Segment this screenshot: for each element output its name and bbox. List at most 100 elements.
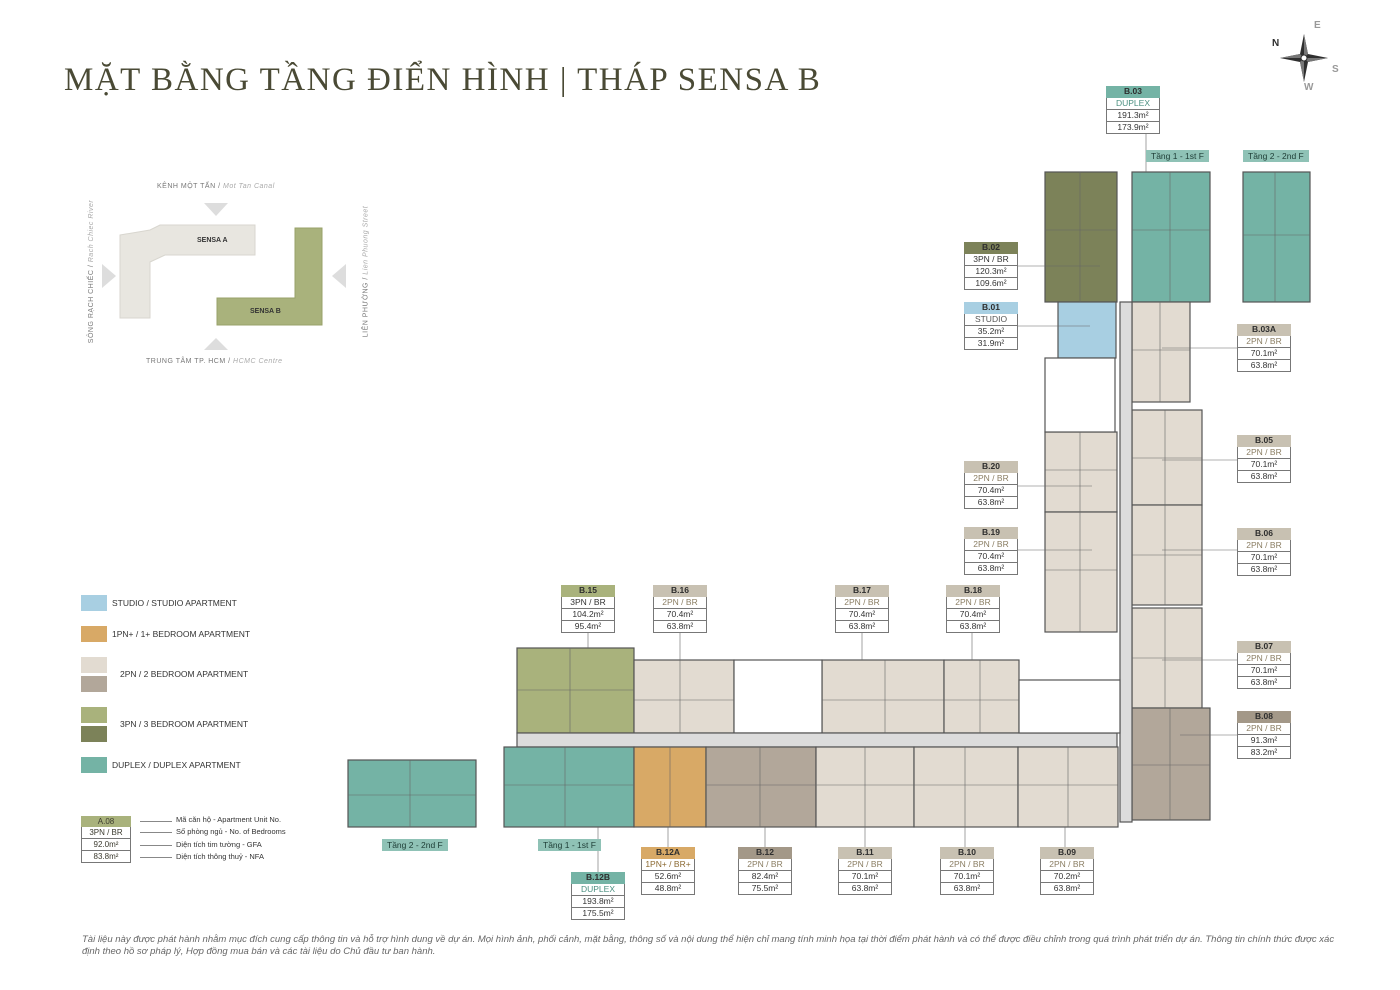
unit-tag-b10[interactable]: B.10 2PN / BR 70.1m² 63.8m²: [940, 847, 994, 895]
unit-b17: [821, 659, 945, 734]
unit-nfa: 173.9m²: [1106, 122, 1160, 134]
unit-code: B.17: [835, 585, 889, 597]
unit-code: B.07: [1237, 641, 1291, 653]
legend-swatch-studio: [81, 595, 107, 611]
unit-tag-b18[interactable]: B.18 2PN / BR 70.4m² 63.8m²: [946, 585, 1000, 633]
key-type: 3PN / BR: [81, 827, 131, 839]
unit-tag-b17[interactable]: B.17 2PN / BR 70.4m² 63.8m²: [835, 585, 889, 633]
unit-tag-b20[interactable]: B.20 2PN / BR 70.4m² 63.8m²: [964, 461, 1018, 509]
legend-swatch-2bed-light: [81, 657, 107, 673]
unit-gfa: 193.8m²: [571, 896, 625, 908]
unit-code: B.12: [738, 847, 792, 859]
unit-tag-b06[interactable]: B.06 2PN / BR 70.1m² 63.8m²: [1237, 528, 1291, 576]
unit-b03-f2: [1242, 171, 1311, 303]
unit-code: B.10: [940, 847, 994, 859]
legend-key-tag: A.08 3PN / BR 92.0m² 83.8m²: [81, 816, 131, 863]
unit-type: DUPLEX: [1106, 98, 1160, 110]
unit-tag-b09[interactable]: B.09 2PN / BR 70.2m² 63.8m²: [1040, 847, 1094, 895]
unit-tag-b16[interactable]: B.16 2PN / BR 70.4m² 63.8m²: [653, 585, 707, 633]
unit-b16: [633, 659, 735, 734]
unit-b19: [1044, 511, 1118, 633]
disclaimer: Tài liệu này được phát hành nhằm mục đíc…: [82, 934, 1335, 957]
unit-type: 2PN / BR: [838, 859, 892, 871]
unit-gfa: 70.4m²: [964, 485, 1018, 497]
unit-gfa: 70.1m²: [1237, 665, 1291, 677]
unit-tag-b19[interactable]: B.19 2PN / BR 70.4m² 63.8m²: [964, 527, 1018, 575]
unit-type: 2PN / BR: [964, 473, 1018, 485]
keyplan-shapes: [102, 203, 346, 350]
unit-type: 2PN / BR: [1237, 540, 1291, 552]
unit-b03-f1: [1131, 171, 1211, 303]
unit-gfa: 70.1m²: [838, 871, 892, 883]
unit-b03a: [1131, 301, 1191, 403]
unit-type: 1PN+ / BR+: [641, 859, 695, 871]
key-desc-gfa: Diện tích tim tường - GFA: [176, 840, 262, 849]
key-code: A.08: [81, 816, 131, 827]
key-line: [140, 857, 172, 858]
unit-nfa: 63.8m²: [1040, 883, 1094, 895]
unit-nfa: 83.2m²: [1237, 747, 1291, 759]
legend-label-1bed: 1PN+ / 1+ BEDROOM APARTMENT: [112, 629, 251, 639]
unit-tag-b02[interactable]: B.02 3PN / BR 120.3m² 109.6m²: [964, 242, 1018, 290]
unit-type: 2PN / BR: [964, 539, 1018, 551]
unit-b12b-f1: [503, 746, 635, 828]
unit-tag-b12b[interactable]: B.12B DUPLEX 193.8m² 175.5m²: [571, 872, 625, 920]
unit-tag-b05[interactable]: B.05 2PN / BR 70.1m² 63.8m²: [1237, 435, 1291, 483]
unit-nfa: 63.8m²: [835, 621, 889, 633]
unit-b15: [516, 647, 635, 734]
key-desc-nfa: Diện tích thông thuỷ - NFA: [176, 852, 264, 861]
compass: N E S W: [1262, 16, 1346, 100]
floor-label-b12b-f1: Tầng 1 - 1st F: [538, 839, 601, 851]
compass-star-icon: [1280, 34, 1328, 82]
unit-type: 2PN / BR: [946, 597, 1000, 609]
unit-gfa: 52.6m²: [641, 871, 695, 883]
key-line: [140, 832, 172, 833]
floor-label-b03-f2: Tầng 2 - 2nd F: [1243, 150, 1309, 162]
unit-tag-b11[interactable]: B.11 2PN / BR 70.1m² 63.8m²: [838, 847, 892, 895]
unit-tag-b07[interactable]: B.07 2PN / BR 70.1m² 63.8m²: [1237, 641, 1291, 689]
unit-tag-b03[interactable]: B.03 DUPLEX 191.3m² 173.9m²: [1106, 86, 1160, 134]
unit-tag-b12a[interactable]: B.12A 1PN+ / BR+ 52.6m² 48.8m²: [641, 847, 695, 895]
unit-tag-b01[interactable]: B.01 STUDIO 35.2m² 31.9m²: [964, 302, 1018, 350]
unit-b01: [1057, 301, 1117, 359]
keyplan-top-label: KÊNH MỘT TẤN / Mot Tan Canal: [157, 183, 275, 190]
unit-type: 2PN / BR: [653, 597, 707, 609]
unit-tag-b15[interactable]: B.15 3PN / BR 104.2m² 95.4m²: [561, 585, 615, 633]
unit-nfa: 48.8m²: [641, 883, 695, 895]
unit-nfa: 63.8m²: [838, 883, 892, 895]
unit-type: DUPLEX: [571, 884, 625, 896]
unit-code: B.20: [964, 461, 1018, 473]
unit-nfa: 63.8m²: [940, 883, 994, 895]
keyplan-sensa-b: SENSA B: [250, 308, 281, 315]
legend-label-2bed: 2PN / 2 BEDROOM APARTMENT: [120, 669, 249, 679]
unit-gfa: 191.3m²: [1106, 110, 1160, 122]
unit-tag-b12[interactable]: B.12 2PN / BR 82.4m² 75.5m²: [738, 847, 792, 895]
unit-b20: [1044, 431, 1118, 513]
core-vertical: [1044, 357, 1116, 433]
unit-tag-b08[interactable]: B.08 2PN / BR 91.3m² 83.2m²: [1237, 711, 1291, 759]
unit-tag-b03a[interactable]: B.03A 2PN / BR 70.1m² 63.8m²: [1237, 324, 1291, 372]
corridor-horizontal: [516, 732, 1118, 748]
unit-gfa: 70.1m²: [1237, 552, 1291, 564]
unit-type: 2PN / BR: [940, 859, 994, 871]
key-desc-code: Mã căn hộ - Apartment Unit No.: [176, 815, 282, 824]
unit-b18: [943, 659, 1020, 734]
unit-b12: [705, 746, 817, 828]
unit-code: B.18: [946, 585, 1000, 597]
unit-code: B.12B: [571, 872, 625, 884]
key-line: [140, 821, 172, 822]
legend-swatch-3bed-light: [81, 707, 107, 723]
unit-gfa: 70.4m²: [653, 609, 707, 621]
unit-code: B.15: [561, 585, 615, 597]
unit-gfa: 70.4m²: [946, 609, 1000, 621]
unit-nfa: 109.6m²: [964, 278, 1018, 290]
legend-label-studio: STUDIO / STUDIO APARTMENT: [112, 598, 237, 608]
unit-nfa: 63.8m²: [964, 563, 1018, 575]
unit-nfa: 63.8m²: [1237, 360, 1291, 372]
compass-e: E: [1314, 20, 1321, 31]
unit-b10: [913, 746, 1019, 828]
unit-code: B.19: [964, 527, 1018, 539]
unit-gfa: 104.2m²: [561, 609, 615, 621]
floor-label-b12b-f2: Tầng 2 - 2nd F: [382, 839, 448, 851]
key-gfa: 92.0m²: [81, 839, 131, 851]
